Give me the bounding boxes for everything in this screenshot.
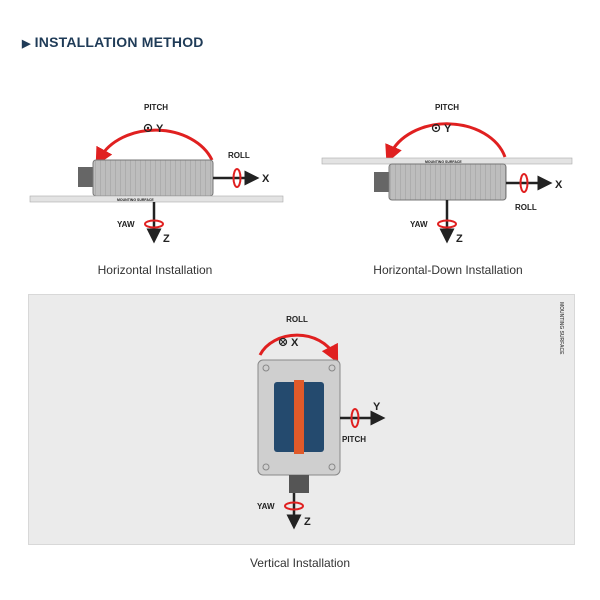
horizontal-down-x-axis: X [555,179,563,191]
vertical-z-axis: Z [304,516,311,528]
horizontal-down-surface: MOUNTING SURFACE [425,160,462,164]
horizontal-down-caption: Horizontal-Down Installation [373,263,523,277]
vertical-caption: Vertical Installation [249,556,351,570]
vertical-y-axis: Y [373,401,381,413]
horizontal-down-diagram: PITCH Y MOUNTING SURFACE ROLL X YAW Z [321,103,573,245]
horizontal-down-roll: ROLL [515,203,537,212]
pitch-label: PITCH [144,103,168,112]
horizontal-roll: ROLL [228,151,250,160]
triangle-right-icon: ▶ [22,38,31,50]
horizontal-z-axis: Z [163,233,170,245]
horizontal-x-axis: X [262,173,270,185]
y-axis-label: Y [156,123,164,135]
vertical-diagram: ROLL X PITCH Y YAW Z [257,315,386,530]
horizontal-down-z-axis: Z [456,233,463,245]
mounting-surface [29,195,284,203]
horizontal-surface: MOUNTING SURFACE [117,198,154,202]
horizontal-down-y-axis: Y [444,123,452,135]
vertical-pitch: PITCH [342,435,366,444]
pitch-arrow [95,128,214,166]
horizontal-diagram: PITCH Y MOUNTING SURFACE ROLL X YAW Z [29,103,284,245]
connector [78,167,94,187]
horizontal-caption: Horizontal Installation [97,263,213,277]
horizontal-yaw: YAW [117,220,135,229]
horizontal-down-pitch: PITCH [435,103,459,112]
sensor-body [92,159,214,197]
section-heading: ▶INSTALLATION METHOD [22,34,204,50]
vertical-surface-label: MOUNTING SURFACE [558,302,564,355]
vertical-roll: ROLL [286,315,308,324]
horizontal-down-yaw: YAW [410,220,428,229]
vertical-yaw: YAW [257,502,275,511]
vertical-x-axis: X [291,337,299,349]
